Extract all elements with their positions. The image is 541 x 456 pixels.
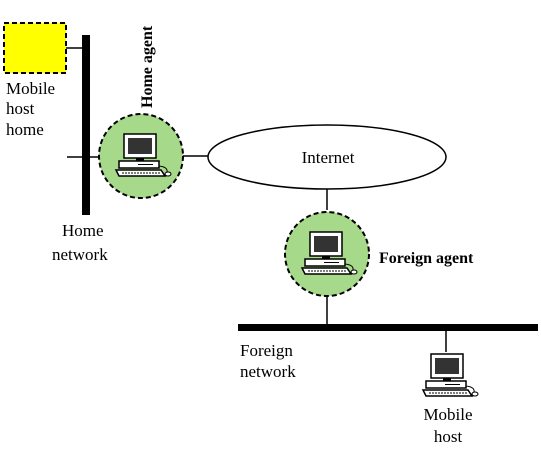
foreign-network-bus [238, 324, 538, 331]
internet-label: Internet [302, 148, 355, 167]
mobile-host-home-label-3: home [6, 120, 44, 139]
home-agent-label: Home agent [139, 25, 156, 108]
mobile-host-label-1: Mobile [423, 405, 472, 424]
home-network-label-1: Home [62, 221, 104, 240]
mobile-host-home-label-2: host [6, 99, 35, 118]
foreign-agent-label: Foreign agent [379, 250, 474, 267]
foreign-network-label-2: network [240, 362, 296, 381]
mobile-host-computer-icon [422, 353, 479, 397]
home-network-label-2: network [52, 245, 108, 264]
mobile-host-home-label-1: Mobile [6, 79, 55, 98]
foreign-network-label-1: Foreign [240, 341, 293, 360]
mobile-host-label-2: host [434, 427, 463, 446]
home-network-bus [82, 35, 90, 215]
mobile-host-home-box [3, 22, 67, 74]
